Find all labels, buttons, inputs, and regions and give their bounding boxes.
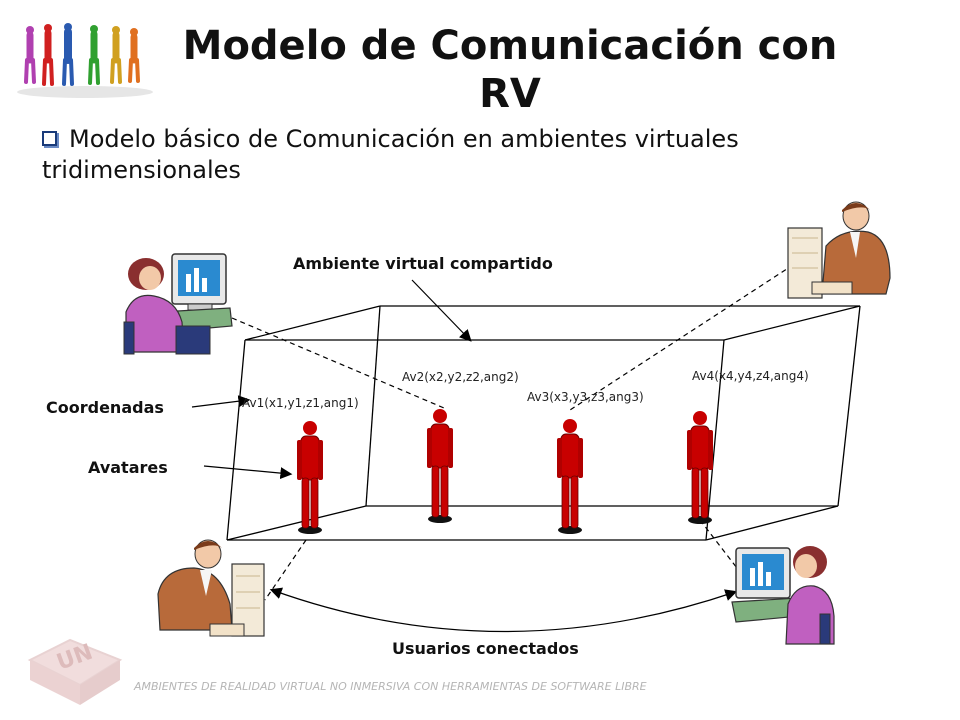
arrow-coordinates [191, 395, 251, 408]
footer-text: AMBIENTES DE REALIDAD VIRTUAL NO INMERSI… [134, 680, 647, 693]
man-computer-icon [787, 201, 891, 299]
woman-computer-icon [123, 253, 233, 355]
dashed-link-user1 [231, 317, 445, 409]
dashed-link-user2 [569, 249, 817, 411]
avatar-4-coords: Av4(x4,y4,z4,ang4) [692, 369, 809, 383]
connected-users-label: Usuarios conectados [392, 639, 579, 658]
avatar-3-coords: Av3(x3,y3,z3,ang3) [527, 390, 644, 404]
dashed-link-user3 [264, 539, 307, 601]
avatar-4 [687, 411, 713, 524]
un-watermark-icon: UN [27, 638, 123, 705]
avatar-2-coords: Av2(x2,y2,z2,ang2) [402, 370, 519, 384]
avatar-1 [297, 421, 323, 534]
virtual-environment-box [226, 305, 861, 541]
coordinates-label: Coordenadas [46, 398, 164, 417]
avatar-3 [557, 419, 583, 534]
arrow-avatars [203, 465, 293, 480]
checkbox-bullet-icon [42, 131, 57, 146]
arrow-shared-env [411, 279, 472, 342]
people-logo-icon [17, 23, 153, 98]
avatar-1-coords: Av1(x1,y1,z1,ang1) [242, 396, 359, 410]
bullet-text: Modelo básico de Comunicación en ambient… [42, 124, 862, 186]
woman-computer-icon [731, 546, 835, 645]
slide-title: Modelo de Comunicación con RV [182, 23, 838, 117]
avatar-2 [427, 409, 453, 523]
shared-environment-label: Ambiente virtual compartido [293, 254, 553, 273]
avatars-label: Avatares [88, 458, 168, 477]
man-computer-icon [157, 539, 265, 637]
bullet-label: Modelo básico de Comunicación en ambient… [42, 125, 739, 184]
arrow-connected-users [269, 587, 738, 633]
